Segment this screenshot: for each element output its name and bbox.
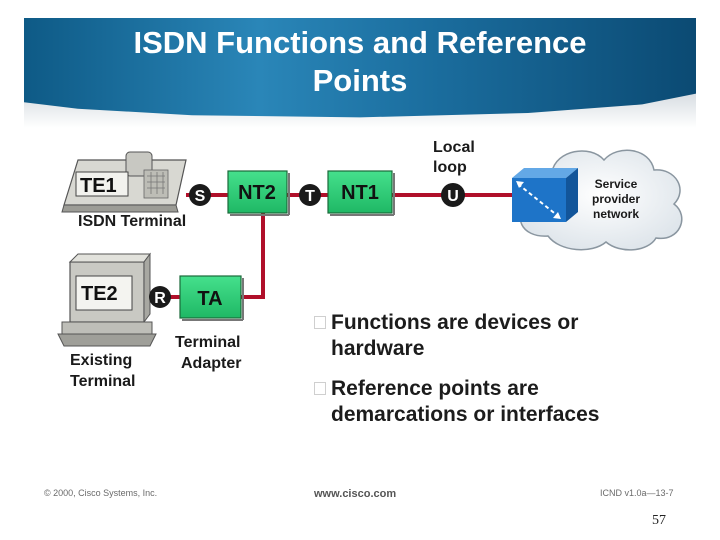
ref-point-s-label: S [195,188,206,205]
local-loop-line1: Local [433,139,475,156]
page-number: 57 [652,513,666,528]
local-loop-line2: loop [433,159,467,176]
bullet-2-line2: demarcations or interfaces [331,403,600,426]
ref-point-s: S [189,184,211,206]
ta-label: TA [197,288,222,310]
slide-title-line2: Points [312,63,408,98]
slide-title: ISDN Functions and Reference Points [24,24,696,100]
existing-terminal-line2: Terminal [70,373,136,390]
footer-course-code: ICND v1.0a—13-7 [600,488,674,498]
bullet-marker [314,382,326,395]
ref-point-u-label: U [447,188,459,205]
isdn-terminal-label: ISDN Terminal [78,213,187,230]
ta-box [179,275,244,321]
bullet-marker [314,316,326,329]
bullet-item: Functions are devices or hardware [314,310,704,362]
bullet-1-line2: hardware [331,337,425,360]
nt2-label: NT2 [238,182,276,204]
cloud-label-line2: provider [592,192,640,206]
bullet-item: Reference points are demarcations or int… [314,376,704,428]
existing-terminal-computer-icon [57,252,157,347]
cloud-label-line1: Service [595,177,638,191]
isdn-switch-icon [512,168,578,222]
existing-terminal-line1: Existing [70,352,133,369]
nt1-box [327,170,395,216]
ref-point-t-label: T [305,188,315,205]
ref-point-u: U [441,183,465,207]
nt2-box [227,170,290,216]
terminal-adapter-line1: Terminal [175,334,241,351]
isdn-telephone-icon [61,151,187,213]
title-banner [24,18,696,118]
footer-copyright: © 2000, Cisco Systems, Inc. [44,488,158,498]
cloud-label-line3: network [593,207,639,221]
footer-url: www.cisco.com [314,488,397,500]
existing-terminal-label: Existing Terminal [70,350,136,392]
ref-point-t: T [299,184,321,206]
slide-title-line1: ISDN Functions and Reference [133,25,587,60]
bullet-list: Functions are devices or hardware Refere… [314,310,704,442]
te1-label: TE1 [80,175,117,197]
bullet-1-line1: Functions are devices or [331,311,579,334]
ref-point-r-label: R [154,290,166,307]
te2-label: TE2 [81,283,118,305]
bullet-2-line1: Reference points are [331,377,539,400]
local-loop-label: Local loop [433,138,475,178]
nt1-label: NT1 [341,182,379,204]
link-nt2-ta [241,213,265,299]
ref-point-r: R [149,286,171,308]
terminal-adapter-label: Terminal Adapter [175,332,241,374]
terminal-adapter-line2: Adapter [181,355,242,372]
